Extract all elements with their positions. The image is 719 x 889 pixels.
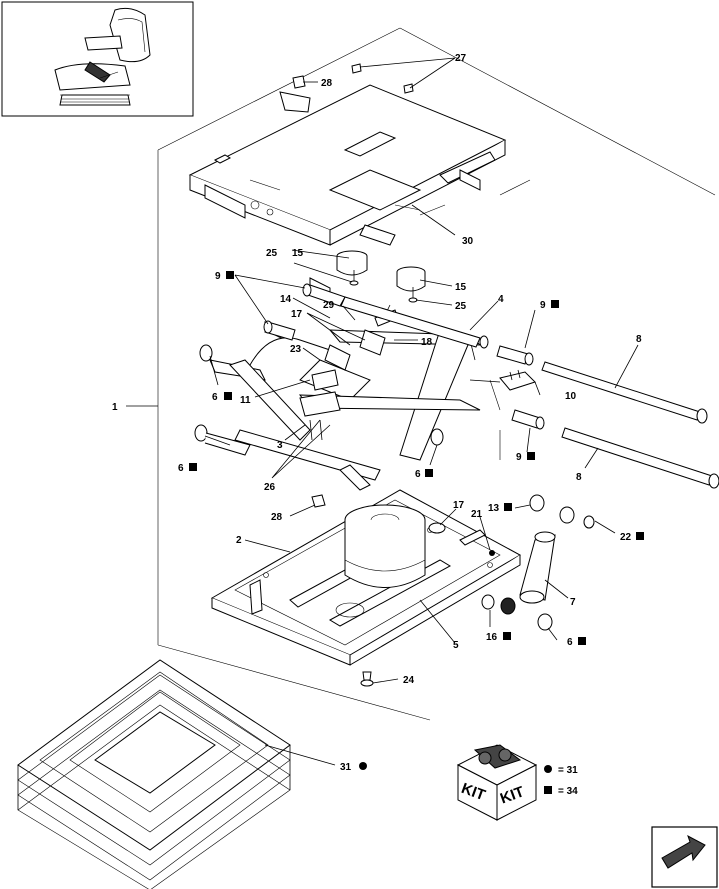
scissor-mechanism [209,277,501,491]
callout-24: 24 [403,675,415,686]
screw-24 [360,671,374,687]
callout-15-right: 15 [455,282,467,293]
callout-9-right: 9 [540,300,546,311]
sleeve-9-left [263,320,296,341]
square-marker-6-upper-left [224,392,232,400]
callout-2: 2 [236,535,242,546]
next-page-arrow-icon[interactable] [651,826,718,888]
sleeve-9-lower [511,409,545,430]
square-marker-9-left [226,271,234,279]
leader-lines [126,57,639,766]
callout-1: 1 [112,402,118,413]
callout-5: 5 [453,640,459,651]
callout-29: 29 [323,300,335,311]
connector-10 [469,369,536,391]
top-seat-plate [188,84,531,246]
square-marker-6-lower-right [578,637,586,645]
square-marker-6-lower-left [189,463,197,471]
bushing-15-right [396,266,426,303]
callout-21: 21 [471,509,483,520]
legend-square-value: = 34 [558,786,578,797]
callout-3: 3 [277,440,283,451]
legend-circle-value: = 31 [558,765,578,776]
nut-28-upper [292,75,306,89]
shock-absorber [481,494,595,615]
callout-4: 4 [498,294,504,305]
callout-9-left: 9 [215,271,221,282]
callout-6-lower-right: 6 [567,637,573,648]
square-marker-22 [636,532,644,540]
plug-21 [489,550,495,556]
callout-11: 11 [240,395,251,406]
air-spring [344,504,426,588]
callout-14: 14 [280,294,292,305]
callout-25-right: 25 [455,301,467,312]
legend-circle-icon [544,765,552,773]
callout-23: 23 [290,344,302,355]
square-marker-9-lower [527,452,535,460]
clip-27 [351,63,414,94]
ring-17-lower [428,522,446,534]
callout-27: 27 [455,53,467,64]
callout-22: 22 [620,532,632,543]
callout-6-center: 6 [415,469,421,480]
callout-8-lower: 8 [576,472,582,483]
square-marker-13 [504,503,512,511]
callout-17-upper: 17 [291,309,303,320]
callout-30: 30 [462,236,474,247]
circle-marker-31 [359,762,367,770]
callout-15-left: 15 [292,248,304,259]
callout-25-upper: 25 [266,248,278,259]
callout-28-upper: 28 [321,78,333,89]
nut-28-lower [311,494,326,508]
callout-9-lower: 9 [516,452,522,463]
callout-16: 16 [486,632,498,643]
bushing-15-left [336,250,368,286]
callout-6-lower-left: 6 [178,463,184,474]
bellows-cover [17,659,291,889]
bushing-6-lower-right [537,613,553,631]
callout-13: 13 [488,503,500,514]
legend-square-icon [544,786,552,794]
callout-8-upper: 8 [636,334,642,345]
square-marker-16 [503,632,511,640]
callout-6-upper-left: 6 [212,392,218,403]
square-marker-6-center [425,469,433,477]
seat-thumbnail [1,1,194,117]
callout-17-lower: 17 [453,500,465,511]
bushing-6-upper-left [199,344,213,362]
kit-box-icon [456,744,538,821]
sleeve-9-right [496,345,534,366]
callout-28-lower: 28 [271,512,283,523]
callout-31: 31 [340,762,352,773]
rod-8-upper [541,361,708,424]
rod-8-lower [561,427,719,489]
square-marker-9-right [551,300,559,308]
callout-26: 26 [264,482,276,493]
callout-10: 10 [565,391,577,402]
callout-7: 7 [570,597,576,608]
bushing-6-center [430,428,444,446]
sleeve-9-upper [302,283,346,307]
rod-4 [340,296,489,349]
valve-block [299,369,341,441]
callout-18: 18 [421,337,433,348]
